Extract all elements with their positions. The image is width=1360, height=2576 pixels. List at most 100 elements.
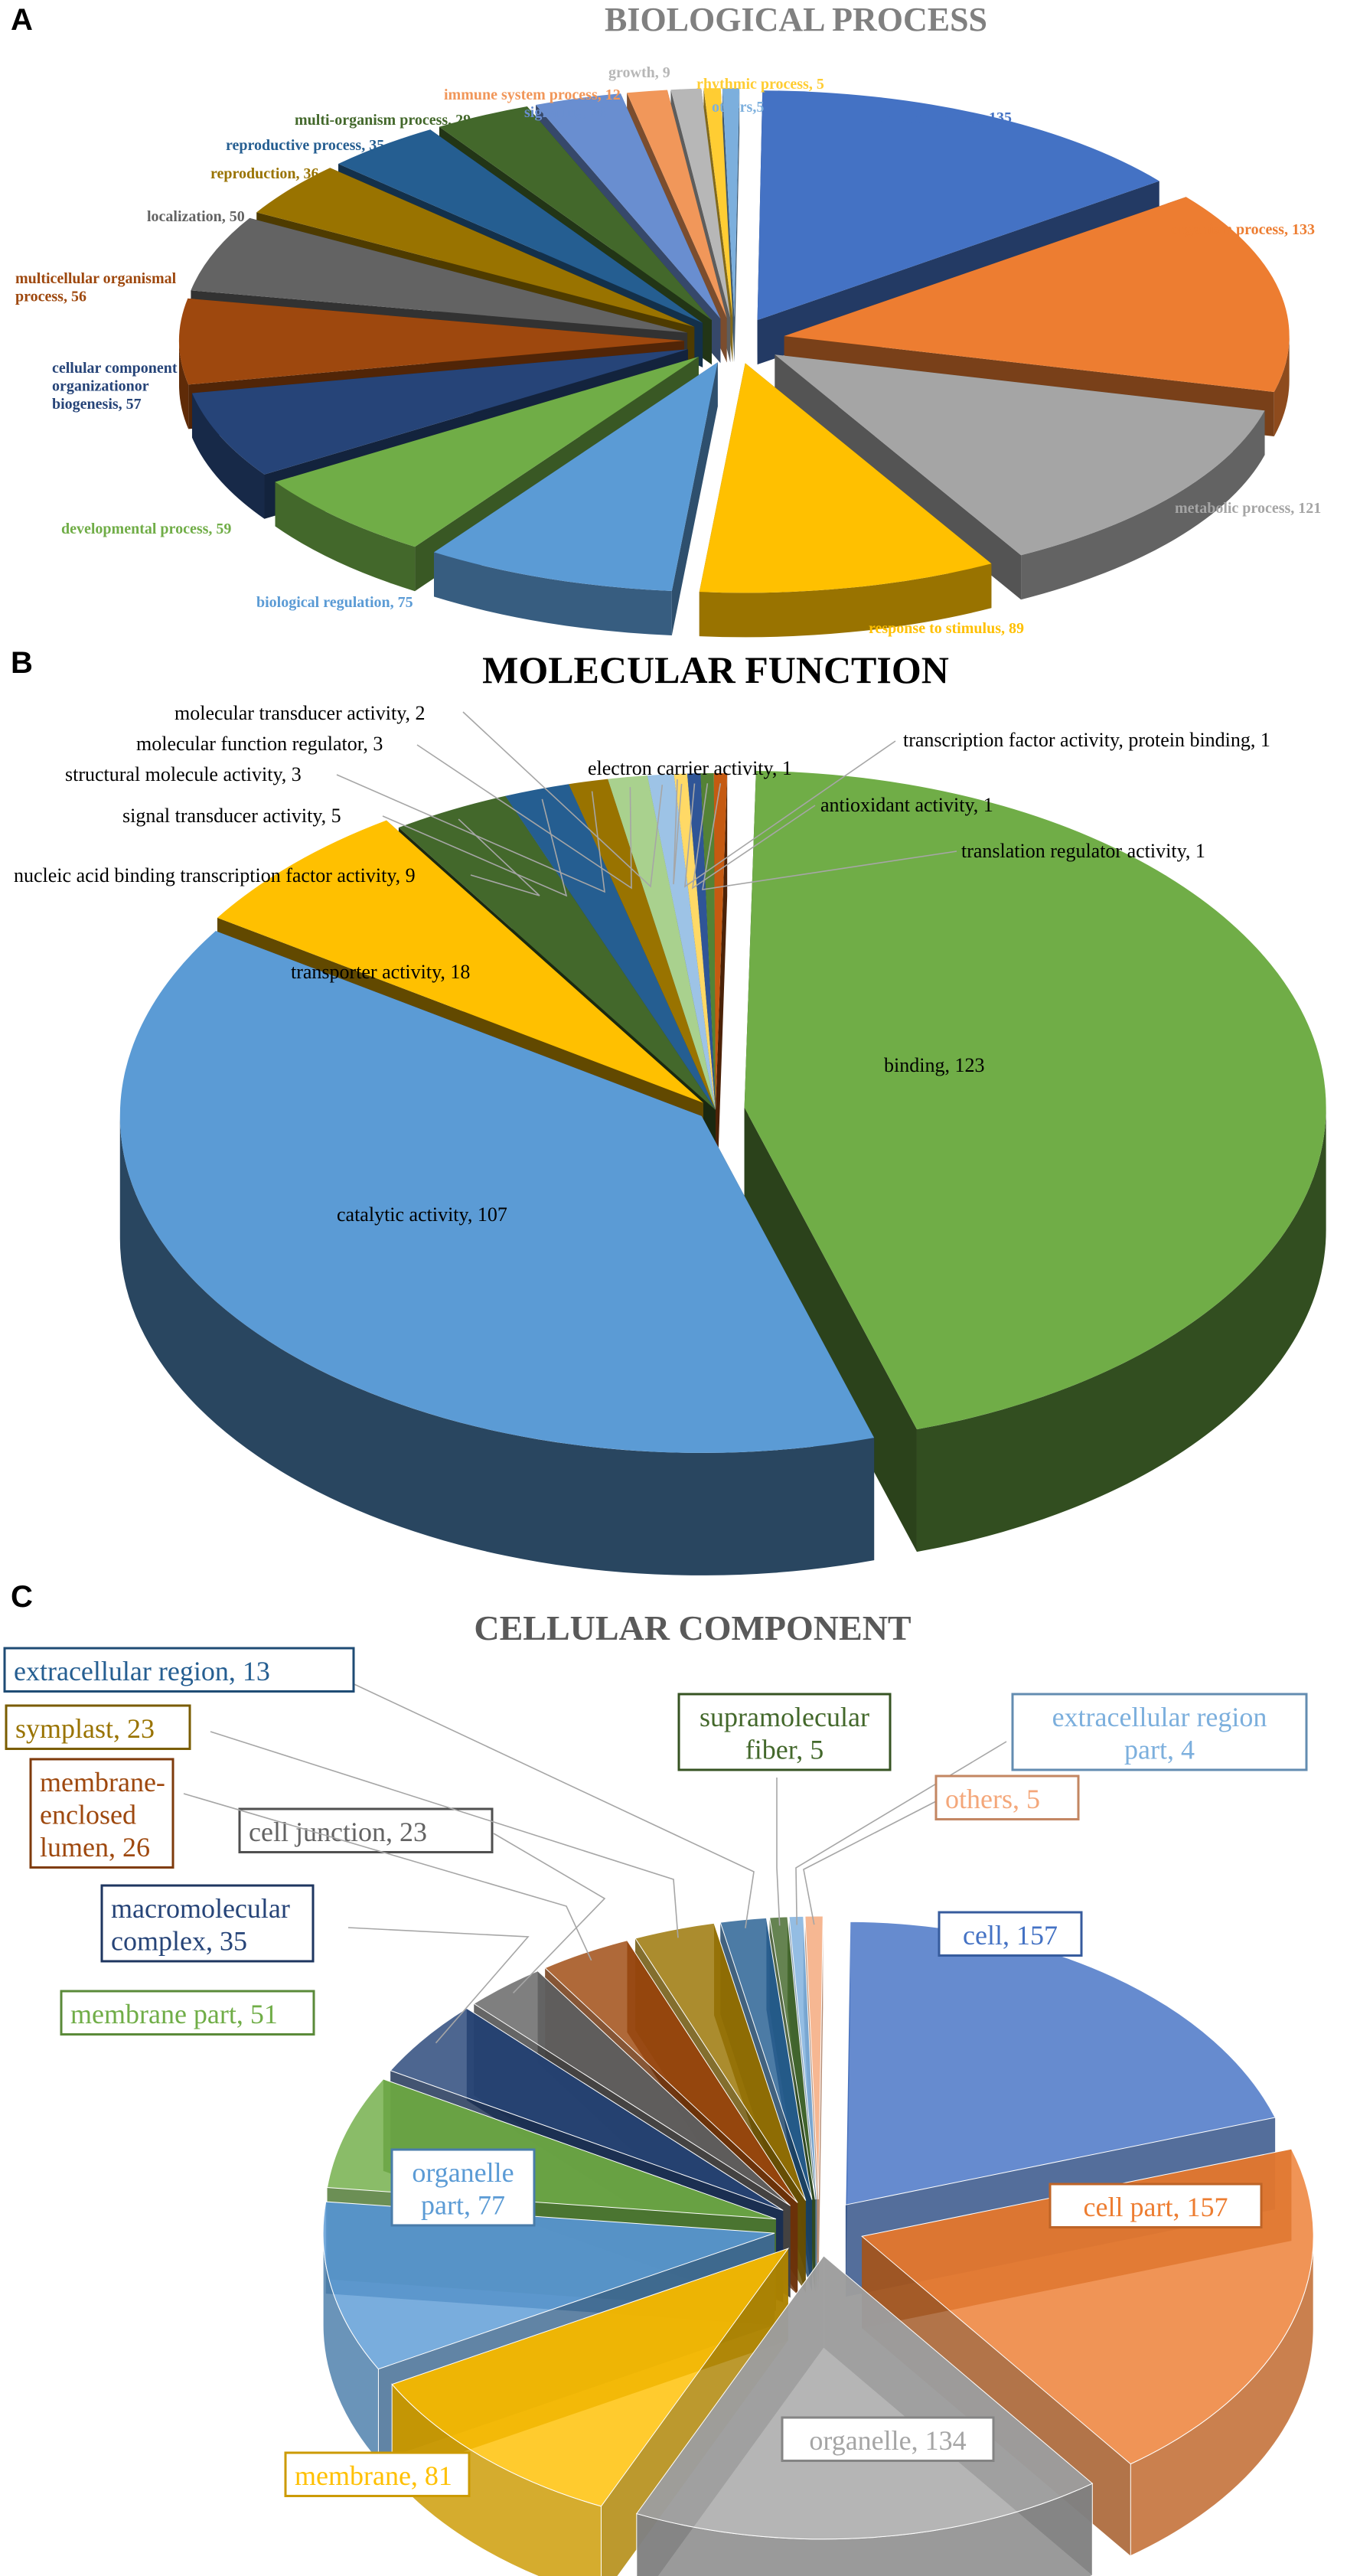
leader-line-molecular-function-regulator (416, 744, 632, 890)
panel-biological-process: A BIOLOGICAL PROCESS cellular process, 13… (0, 0, 1360, 643)
slice-membrane-enclosed-lumen (544, 1940, 798, 2203)
slice-transcription-factor-activity-protein-binding (687, 773, 716, 1110)
label-box-organelle-part (390, 2148, 536, 2227)
slice-electron-carrier-activity (673, 773, 716, 1110)
label-box-macromolecular-complex (100, 1884, 315, 1963)
leader-line-translation-regulator-activity (702, 783, 957, 890)
slice-immune-system-process (627, 90, 727, 318)
label-box-cell-junction (238, 1807, 494, 1853)
data-label-organelle: organelle, 134 (809, 2425, 966, 2456)
slice-growth (670, 88, 731, 318)
slice-side-catalytic-activity (119, 1115, 875, 1575)
leader-line-extracellular-region (332, 1673, 755, 1928)
slice-cellular-component-organizationor-biogenesis (191, 349, 688, 475)
slice-side-developmental-process (275, 482, 416, 592)
data-label-developmental-process: developmental process, 59 (61, 521, 231, 537)
leader-line-nucleic-acid-binding-transcription-factor-activity (458, 818, 540, 896)
data-label-cellular-process: cellular process, 135 (880, 109, 1012, 126)
chart-title: BIOLOGICAL PROCESS (605, 1, 987, 38)
chart-title: MOLECULAR FUNCTION (482, 648, 949, 691)
slice-antioxidant-activity (700, 773, 716, 1110)
slice-side-cellular-component-organizationor-biogenesis (191, 393, 265, 519)
data-label-transporter-activity: transporter activity, 18 (291, 961, 470, 983)
slice-wall-translation-regulator-activity (716, 773, 728, 1232)
data-label-response-to-stimulus: response to stimulus, 89 (869, 620, 1024, 637)
label-box-extracellular-region-part (1011, 1693, 1308, 1771)
slice-others (722, 88, 740, 318)
data-label-others: others, 5 (945, 1784, 1040, 1814)
data-label-cell: cell, 157 (963, 1920, 1058, 1951)
data-label-molecular-transducer-activity: molecular transducer activity, 2 (174, 702, 426, 724)
slice-reproduction (256, 168, 695, 327)
slice-structural-molecule-activity (569, 779, 716, 1110)
slice-localization (191, 217, 688, 333)
slice-side-multicellular-organismal-process (179, 341, 189, 429)
leader-line-supramolecular-fiber (776, 1778, 781, 1926)
data-label-signal-transducer-activity: signal transducer activity, 5 (122, 805, 341, 827)
panel-letter: A (11, 3, 33, 37)
slice-side-response-to-stimulus (699, 563, 992, 638)
slice-multicellular-organismal-process (179, 298, 685, 385)
data-label-membrane-part: membrane part, 51 (70, 1999, 278, 2029)
data-label-rhythmic-process: rhythmic process, 5 (696, 76, 824, 93)
panel-letter: B (11, 646, 33, 680)
label-box-organelle (781, 2416, 995, 2462)
slice-nucleic-acid-binding-transcription-factor-activity (398, 795, 716, 1110)
label-box-others (934, 1774, 1080, 1820)
data-label-molecular-function-regulator: molecular function regulator, 3 (136, 733, 383, 755)
slice-cell-junction (473, 1970, 791, 2206)
data-label-biological-regulation: biological regulation, 75 (256, 594, 413, 611)
slice-metabolic-process (775, 354, 1265, 556)
slice-biological-regulation (433, 362, 718, 592)
data-label-binding: binding, 123 (884, 1054, 984, 1076)
slice-binding (744, 771, 1326, 1430)
leader-line-antioxidant-activity (691, 783, 816, 890)
data-label-membrane: membrane, 81 (295, 2460, 452, 2491)
chart-biological-process: BIOLOGICAL PROCESS cellular process, 135 o… (15, 1, 1321, 638)
label-box-cell (938, 1911, 1083, 1957)
slice-wall-others (734, 88, 740, 363)
data-label-signaling: signaling, 26 (524, 104, 606, 121)
slice-translation-regulator-activity (713, 773, 728, 1110)
leader-line-macromolecular-complex (347, 1927, 530, 2044)
slice-side-biological-regulation (433, 552, 672, 636)
slice-reproductive-process (338, 129, 703, 323)
panel-letter: C (11, 1580, 33, 1614)
slice-extracellular-region (719, 1917, 813, 2200)
data-label-organism-process: organism process, 133 (1171, 221, 1315, 238)
label-box-membrane-enclosed-lumen (29, 1758, 174, 1869)
data-label-electron-carrier-activity: electron carrier activity, 1 (588, 757, 792, 779)
leader-line-signal-transducer-activity (382, 798, 568, 897)
data-label-nucleic-acid-binding-transcription-factor-activity: nucleic acid binding transcription facto… (14, 864, 416, 886)
data-label-growth: growth, 9 (608, 64, 670, 81)
slice-signaling (536, 93, 721, 319)
leader-line-cell-junction (493, 1833, 606, 1993)
label-box-extracellular-region (3, 1647, 355, 1693)
leader-line-others (803, 1800, 938, 1925)
slice-wall-biological-regulation (671, 362, 718, 636)
slice-multi-organism-process (439, 106, 712, 321)
data-label-extracellular-region: extracellular region, 13 (14, 1656, 270, 1686)
data-label-metabolic-process: metabolic process, 121 (1175, 500, 1321, 517)
data-label-localization: localization, 50 (147, 208, 245, 225)
data-label-transcription-factor-activity-protein-binding: transcription factor activity, protein b… (903, 729, 1270, 751)
slice-others (804, 1915, 824, 2200)
leader-line-transcription-factor-activity-protein-binding (684, 740, 896, 888)
leader-line-molecular-transducer-activity (462, 711, 664, 888)
label-box-symplast (5, 1704, 191, 1750)
slice-molecular-transducer-activity (647, 774, 716, 1110)
leader-line-membrane-enclosed-lumen (183, 1793, 592, 1961)
slice-supramolecular-fiber (769, 1916, 816, 2200)
slice-developmental-process (275, 357, 699, 547)
slice-side-binding (916, 1107, 1326, 1552)
slice-signal-transducer-activity (505, 784, 716, 1110)
leader-line-symplast (210, 1731, 679, 1938)
label-box-cell-part (1049, 2183, 1263, 2228)
label-box-membrane (284, 2451, 471, 2497)
